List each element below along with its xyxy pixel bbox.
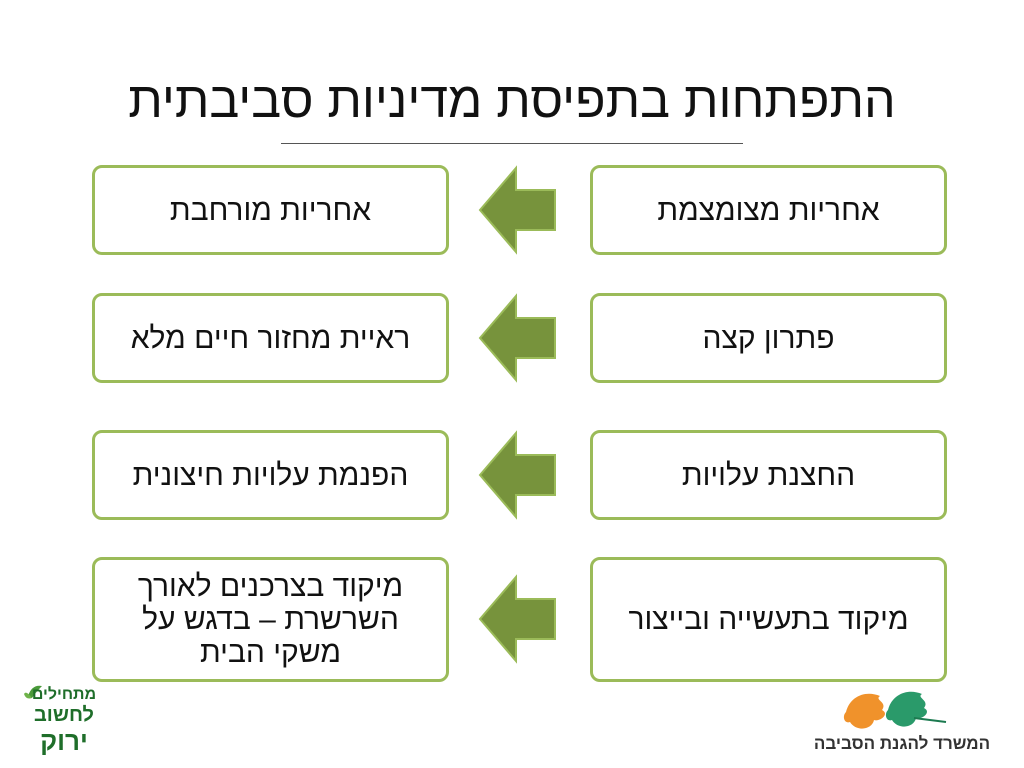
to-box-3: הפנמת עלויות חיצונית <box>92 430 449 520</box>
arrow-left-icon <box>478 430 556 520</box>
arrow-left-icon <box>478 293 556 383</box>
logo-line-3: ירוק <box>40 726 88 756</box>
to-box-2: ראיית מחזור חיים מלא <box>92 293 449 383</box>
ministry-logo: המשרד להגנת הסביבה <box>796 688 1008 760</box>
from-box-3: החצנת עלויות <box>590 430 947 520</box>
to-box-1: אחריות מורחבת <box>92 165 449 255</box>
to-box-4: מיקוד בצרכנים לאורך השרשרת – בדגש על משק… <box>92 557 449 682</box>
arrow-left-icon <box>478 574 556 664</box>
from-box-1: אחריות מצומצמת <box>590 165 947 255</box>
slide-title: התפתחות בתפיסת מדיניות סביבתית <box>128 72 896 128</box>
green-thinking-logo: מתחילים לחשוב ירוק <box>22 680 106 758</box>
arrow-left-icon <box>478 165 556 255</box>
logo-line-1: מתחילים <box>31 686 97 703</box>
title-divider <box>281 143 743 144</box>
ministry-caption: המשרד להגנת הסביבה <box>813 734 991 753</box>
sprout-icon <box>24 685 42 699</box>
logo-line-2: לחשוב <box>34 704 94 726</box>
from-box-2: פתרון קצה <box>590 293 947 383</box>
leaves-icon <box>843 691 947 729</box>
from-box-4: מיקוד בתעשייה ובייצור <box>590 557 947 682</box>
